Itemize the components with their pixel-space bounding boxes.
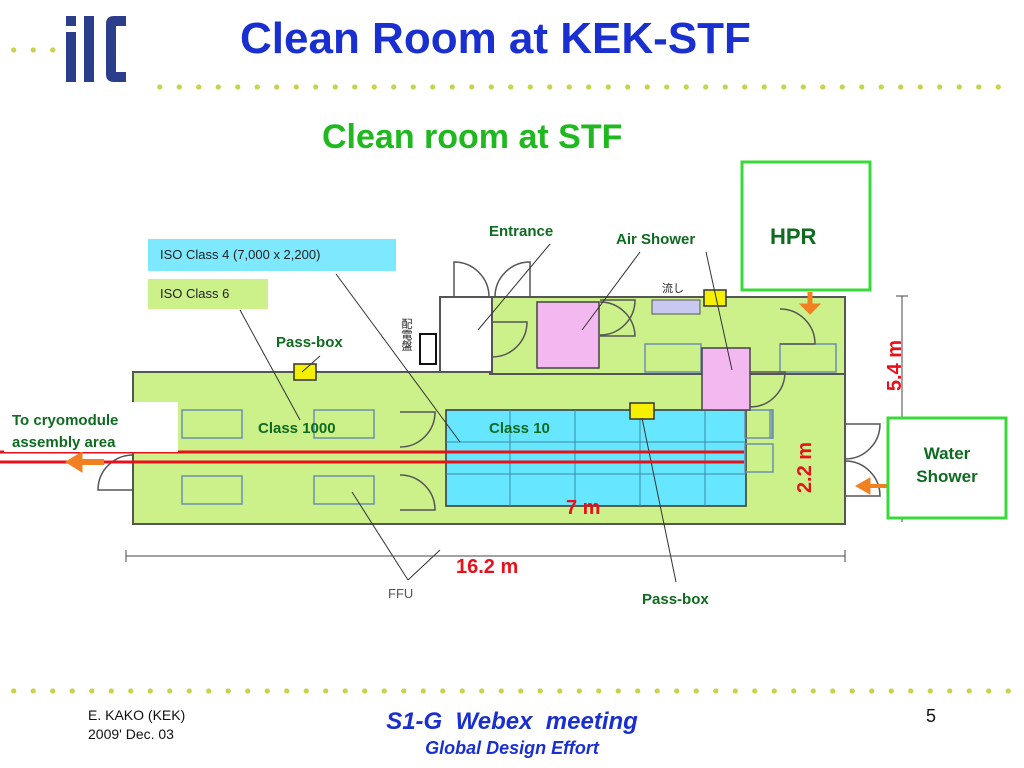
water-shower-line2: Shower: [916, 467, 978, 486]
leader-lines: [239, 243, 733, 583]
label-pass-box-top: Pass-box: [276, 334, 343, 351]
legend-iso4-swatch: [148, 239, 396, 271]
cryomodule-label-bg: [4, 402, 178, 452]
legend-iso4: ISO Class 4 (7,000 x 2,200): [160, 247, 321, 262]
label-ffu: FFU: [388, 586, 414, 601]
footer-meeting: S1-G Webex meeting: [386, 708, 638, 735]
page-number: 5: [926, 706, 937, 726]
entrance-vestibule: [439, 296, 493, 373]
footer-center-block: S1-G Webex meeting Global Design Effort: [0, 708, 1024, 759]
label-air-shower: Air Shower: [616, 231, 696, 248]
label-cryomodule-line2: assembly area: [12, 434, 116, 451]
water-shower-line1: Water: [923, 444, 971, 463]
hpr-box: [740, 160, 872, 292]
arrow-orange-icons: [65, 292, 896, 495]
ffu-grid: [446, 410, 746, 506]
hpr-label: HPR: [770, 224, 817, 249]
footer-author-block: E. KAKO (KEK) 2009' Dec. 03: [88, 706, 185, 744]
water-shower-box: [886, 416, 1008, 520]
air-shower-box: [536, 301, 600, 369]
dim-height-class10: 2.2 m: [794, 441, 817, 494]
doors: [97, 261, 881, 511]
pass-box-right: [629, 402, 655, 420]
legend-iso6-swatch: [148, 279, 268, 309]
label-class-1000: Class 1000: [258, 420, 336, 437]
pass-box-left: [293, 363, 317, 381]
diagram-subtitle: Clean room at STF: [322, 118, 623, 156]
footer-date: 2009' Dec. 03: [88, 726, 174, 742]
class-10-area: [445, 409, 747, 507]
label-cryomodule: To cryomodule assembly area: [12, 410, 118, 454]
air-shower-box-2: [701, 347, 751, 411]
pass-box-top: [703, 289, 727, 307]
label-sink: 流し: [662, 283, 684, 295]
water-shower-label: Water Shower: [888, 442, 1006, 488]
footer-author: E. KAKO (KEK): [88, 707, 186, 723]
dim-height-total: 5.4 m: [884, 339, 907, 392]
footer-org: Global Design Effort: [425, 738, 599, 758]
dim-width-class10: 7 m: [566, 497, 601, 519]
dim-width-total: 16.2 m: [456, 556, 519, 578]
bottom-dotted-line: [4, 688, 1014, 694]
top-dotted-line: [150, 84, 1010, 90]
sink: [651, 299, 701, 315]
legend-iso6: ISO Class 6: [160, 286, 230, 301]
label-cryomodule-line1: To cryomodule: [12, 412, 119, 429]
label-class-10: Class 10: [489, 420, 550, 437]
label-entrance: Entrance: [489, 223, 554, 240]
label-panel: 配電盤: [400, 318, 412, 351]
label-pass-box-bottom: Pass-box: [642, 591, 709, 608]
distribution-panel: [419, 333, 437, 365]
slide-title: Clean Room at KEK-STF: [240, 14, 751, 63]
ffu-units: [181, 343, 837, 505]
top-dotted-line-left: [4, 47, 64, 53]
ilc-logo-icon: [66, 16, 126, 82]
